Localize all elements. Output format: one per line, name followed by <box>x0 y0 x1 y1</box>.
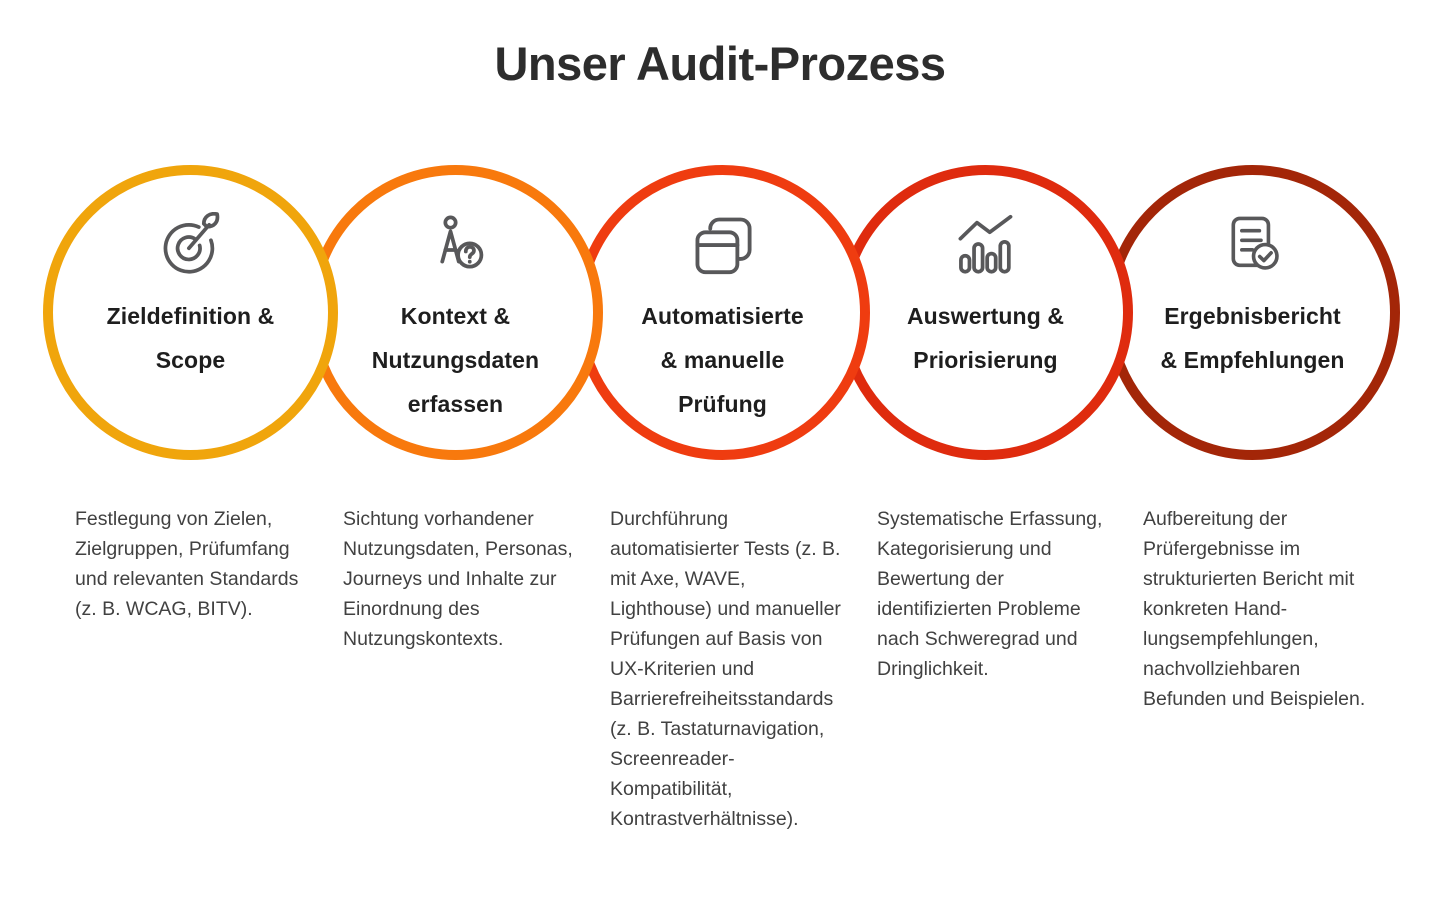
step-1-description: Festlegung von Zielen, Zielgruppen, Prüf… <box>75 508 299 620</box>
user-question-icon <box>423 208 489 280</box>
step-title: Auswertung & Priorisierung <box>906 303 1065 373</box>
page-title: Unser Audit-Prozess <box>494 37 946 90</box>
document-check-icon <box>1220 208 1286 280</box>
step-title: Kontext & Nutzungsdaten erfassen <box>371 303 540 417</box>
step-2-description: Sichtung vorhandener Nutzungsdaten, Pers… <box>343 508 573 650</box>
step-title: Ergebnisbericht & Empfehlungen <box>1160 303 1345 373</box>
step-5-description: Aufbereitung der Prüfergebnisse im struk… <box>1143 508 1366 710</box>
process-step-2-circle: Kontext & Nutzungsdaten erfassen <box>308 165 603 460</box>
process-step-3-circle: Automatisierte & manuelle Prüfung <box>575 165 870 460</box>
step-3-description: Durchführung automatisierter Tests (z. B… <box>610 508 841 830</box>
process-step-5-circle: Ergebnisbericht & Empfehlungen <box>1105 165 1400 460</box>
step-title: Zieldefinition & Scope <box>106 303 275 373</box>
windows-stack-icon <box>690 208 756 280</box>
process-step-1-circle: Zieldefinition & Scope <box>43 165 338 460</box>
target-dart-icon <box>156 208 226 280</box>
step-4-description: Systematische Erfassung, Kategorisierung… <box>877 508 1103 680</box>
process-step-4-circle: Auswertung & Priorisierung <box>838 165 1133 460</box>
bar-chart-trend-icon <box>953 208 1019 280</box>
step-title: Automatisierte & manuelle Prüfung <box>641 303 804 417</box>
